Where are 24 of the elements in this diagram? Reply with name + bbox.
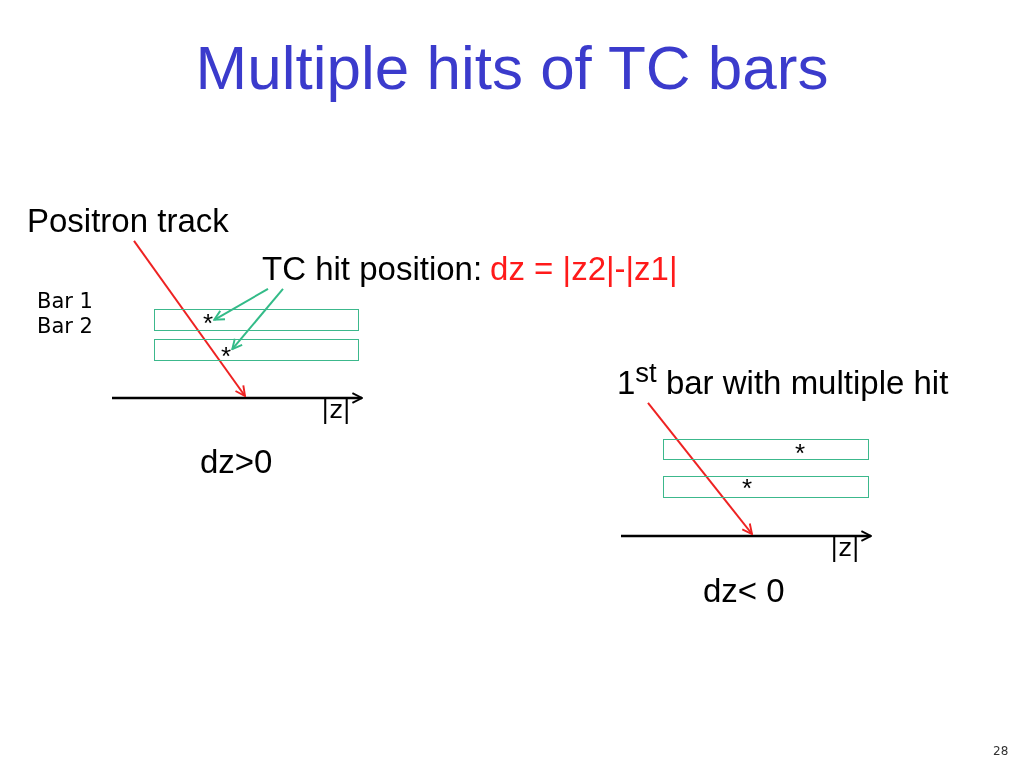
hit-marker: * bbox=[742, 478, 753, 499]
hit-marker: * bbox=[221, 346, 232, 367]
formula-text: dz = |z2|-|z1| bbox=[490, 250, 678, 288]
track-arrow bbox=[647, 401, 753, 535]
detector-bar bbox=[663, 439, 869, 460]
condition-label: dz< 0 bbox=[703, 572, 785, 610]
detector-bar bbox=[154, 339, 359, 361]
pointer-arrow bbox=[213, 287, 269, 321]
track-label: Positron track bbox=[27, 202, 229, 240]
bar-label: Bar 2 bbox=[37, 315, 93, 338]
hit-position-label: TC hit position: bbox=[262, 250, 483, 288]
page-number: 28 bbox=[993, 745, 1009, 759]
condition-label: dz>0 bbox=[200, 443, 273, 481]
axis-label: |z| bbox=[830, 535, 860, 562]
multiple-hit-label: 1$^{st}$ bar with multiple hit bbox=[617, 357, 949, 402]
pointer-arrow bbox=[231, 287, 284, 351]
slide-title: Multiple hits of TC bars bbox=[195, 32, 829, 104]
hit-marker: * bbox=[203, 313, 214, 334]
detector-bar bbox=[154, 309, 359, 331]
bar-label: Bar 1 bbox=[37, 290, 93, 313]
axis-label: |z| bbox=[321, 397, 351, 424]
track-arrow bbox=[133, 239, 246, 397]
hit-marker: * bbox=[795, 443, 806, 464]
detector-bar bbox=[663, 476, 869, 498]
